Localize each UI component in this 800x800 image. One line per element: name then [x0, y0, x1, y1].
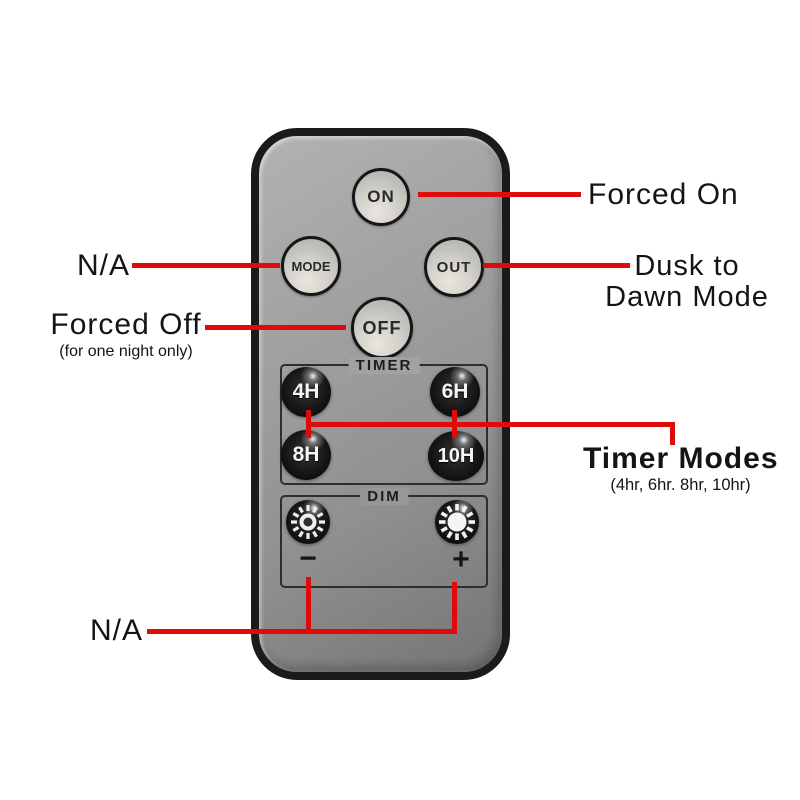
dusk-to-dawn-label: Dusk to Dawn Mode — [597, 251, 777, 313]
connector-forced-on — [418, 192, 581, 197]
dim-plus-sign: + — [452, 543, 470, 576]
dim-group-box: DIM — [280, 488, 488, 588]
forced-on-label: Forced On — [588, 178, 739, 211]
timer-modes-label: Timer Modes — [583, 442, 779, 475]
forced-off-label-group: Forced Off (for one night only) — [42, 309, 210, 361]
timer-modes-label-group: Timer Modes (4hr, 6hr. 8hr, 10hr) — [583, 443, 778, 495]
connector-na-dim-horizontal — [147, 629, 457, 634]
dusk-to-dawn-line1: Dusk to — [634, 250, 740, 282]
connector-na-dim-right — [452, 582, 457, 634]
timer-4h-button: 4H — [281, 367, 331, 417]
connector-forced-off — [205, 325, 346, 330]
timer-6h-button: 6H — [430, 367, 480, 417]
na-mode-label: N/A — [76, 249, 130, 282]
forced-off-sublabel: (for one night only) — [59, 343, 193, 360]
dusk-to-dawn-line2: Dawn Mode — [605, 281, 769, 313]
connector-dusk-to-dawn — [483, 263, 630, 268]
dim-minus-sign: − — [299, 542, 317, 575]
connector-timer-horizontal — [306, 422, 675, 427]
on-button: ON — [352, 168, 410, 226]
dim-down-sun-icon — [291, 505, 325, 539]
off-button: OFF — [351, 297, 413, 359]
out-button: OUT — [424, 237, 484, 297]
connector-na-dim-left — [306, 577, 311, 634]
connector-timer-tick-right — [452, 410, 457, 438]
forced-off-label: Forced Off — [50, 308, 202, 341]
dim-group-label: DIM — [360, 488, 408, 505]
connector-timer-tick-left — [306, 410, 311, 438]
timer-8h-button: 8H — [281, 430, 331, 480]
mode-button: MODE — [281, 236, 341, 296]
timer-group-label: TIMER — [348, 357, 420, 374]
dim-up-sun-icon — [439, 504, 475, 540]
connector-na-mode — [132, 263, 280, 268]
dim-up-button — [435, 500, 479, 544]
timer-10h-button: 10H — [428, 431, 484, 481]
na-dim-label: N/A — [90, 614, 144, 647]
timer-modes-sublabel: (4hr, 6hr. 8hr, 10hr) — [610, 476, 751, 494]
remote-control-body: ON MODE OUT OFF TIMER 4H 6H 8H 10H DIM — [251, 128, 510, 680]
dim-down-button — [286, 500, 330, 544]
connector-timer-drop — [670, 422, 675, 445]
